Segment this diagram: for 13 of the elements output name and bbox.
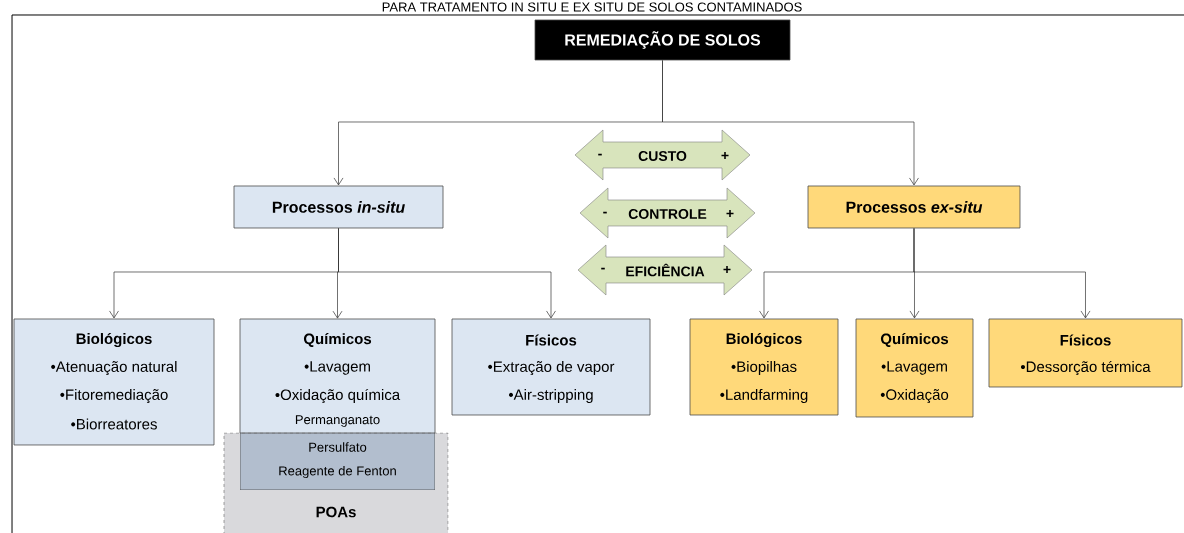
- process-box: Biológicos •Biopilhas •Landfarming: [689, 318, 839, 416]
- process-box: REMEDIAÇÃO DE SOLOS: [534, 19, 791, 61]
- process-box: Processos ex-situ: [807, 185, 1021, 229]
- process-box: Químicos •Lavagem •Oxidação: [855, 318, 974, 418]
- arrow: [338, 228, 556, 319]
- process-box: Biológicos •Atenuação natural •Fitoremediação •Biorreatores: [13, 318, 215, 446]
- process-box: Químicos •Lavagem •Oxidação química Permanganato: [239, 318, 436, 434]
- process-box: Físicos •Dessorção térmica: [988, 318, 1183, 388]
- arrow: [662, 60, 919, 186]
- process-box: Físicos •Extração de vapor •Air-stripping: [451, 318, 651, 416]
- arrow: [913, 228, 1091, 319]
- title: PARA TRATAMENTO IN SITU E EX SITU DE SOLOS CONTAMINADOS: [382, 2, 802, 12]
- process-box: Processos in-situ: [233, 185, 444, 229]
